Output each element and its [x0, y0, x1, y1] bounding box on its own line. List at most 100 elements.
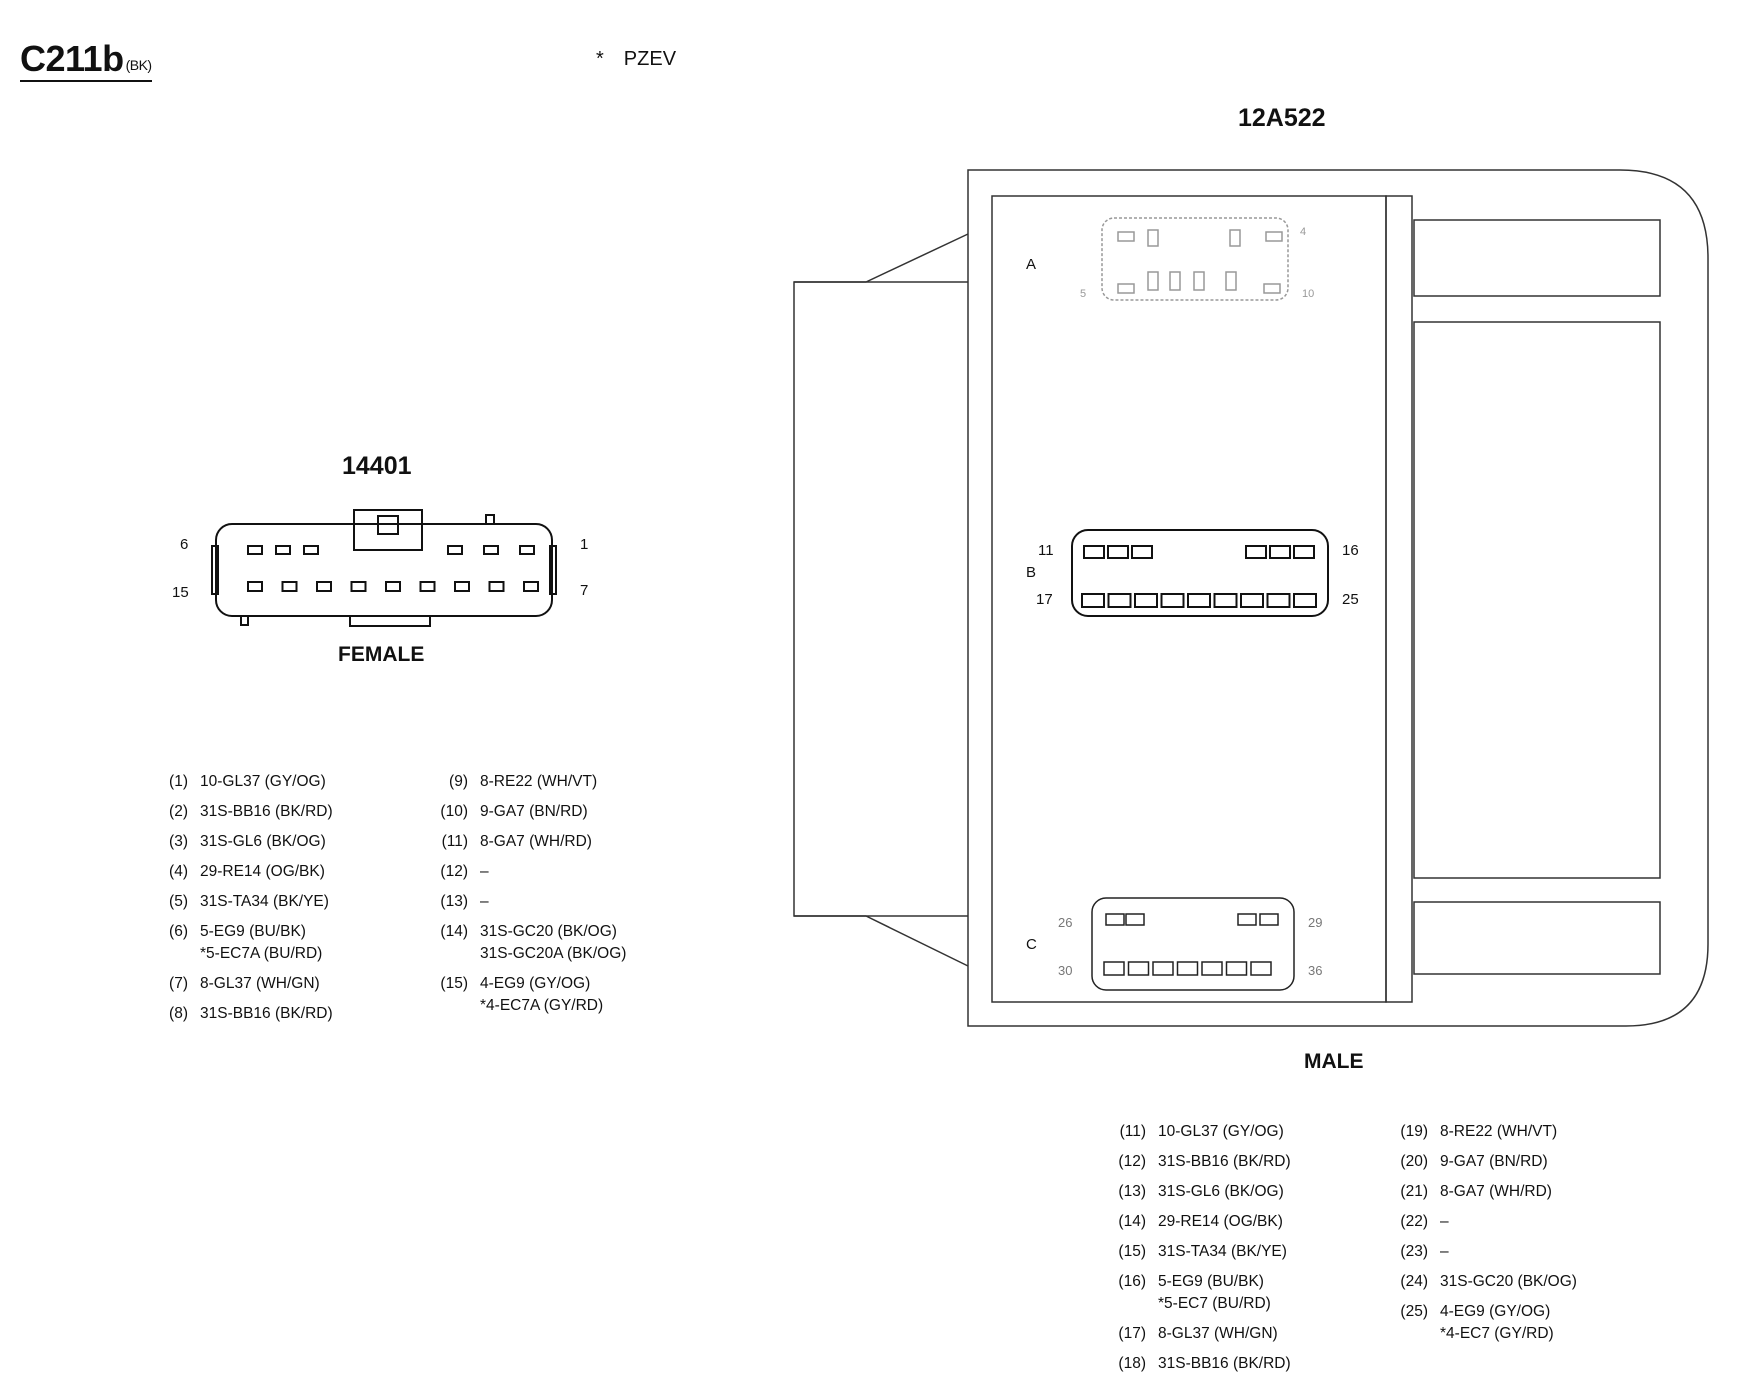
pin-circuits: 31S-BB16 (BK/RD): [1158, 1354, 1291, 1376]
pin-circuits: 4-EG9 (GY/OG) *4-EC7A (GY/RD): [480, 974, 603, 1018]
circuit-label: 5-EG9 (BU/BK): [1158, 1273, 1264, 1290]
male-a-cavity: [1147, 271, 1159, 291]
male-a-cavity: [1265, 231, 1283, 242]
male-c-cavity: [1125, 913, 1145, 926]
male-c-pin-label-29: 29: [1308, 915, 1323, 930]
male-pin-list-right: (19)8-RE22 (WH/VT) (20) 9-GA7 (BN/RD) (21)8…: [1380, 1122, 1640, 1382]
pin-row: (7)8-GL37 (WH/GN): [140, 974, 320, 996]
male-b-cavity: [1134, 593, 1158, 608]
female-cavity: [447, 545, 463, 555]
circuit-label: *4-EC7A (GY/RD): [480, 997, 604, 1014]
pin-circuits: 31S-BB16 (BK/RD): [200, 802, 333, 824]
pin-row: (21)8-GA7 (WH/RD): [1380, 1182, 1552, 1204]
male-c-pin-label-36: 36: [1308, 963, 1323, 978]
pin-row: (10)9-GA7 (BN/RD): [420, 802, 587, 824]
male-c-cavity: [1152, 961, 1174, 976]
circuit-label: 4-EG9 (GY/OG): [480, 975, 591, 992]
circuit-label: 8-GL37 (WH/GN): [200, 975, 320, 992]
connector-color-code: (BK): [125, 57, 153, 73]
male-pin-list-left: (11)10-GL37 (GY/OG)(12)31S-BB16 (BK/RD)(…: [1098, 1122, 1358, 1382]
pin-circuits: 8-RE22 (WH/VT): [480, 772, 597, 794]
circuit-label: 31S-GC20A (BK/OG): [480, 945, 627, 962]
female-cavity: [303, 545, 319, 555]
pin-number: (13): [1118, 1183, 1146, 1200]
pin-number: (23): [1400, 1243, 1428, 1260]
male-section-b-label: B: [1026, 564, 1037, 581]
male-b-pin-label-25: 25: [1342, 591, 1359, 608]
pin-circuits: 31S-GL6 (BK/OG): [200, 832, 326, 854]
female-cavity: [488, 581, 505, 592]
male-b-cavity: [1107, 593, 1132, 608]
pin-number: (12): [440, 863, 468, 880]
note-symbol: *: [596, 48, 604, 70]
pin-number: (2): [169, 803, 188, 820]
male-connector-drawing: [793, 169, 1709, 1027]
male-a-cavity: [1147, 229, 1159, 247]
pin-row: (2) 31S-BB16 (BK/RD): [140, 802, 333, 824]
male-b-cavity: [1213, 593, 1238, 608]
circuit-label: *5-EC7A (BU/RD): [200, 945, 323, 962]
female-connector-body: [215, 523, 553, 617]
male-a-cavity: [1225, 271, 1237, 291]
pin-row: (9)8-RE22 (WH/VT): [420, 772, 597, 794]
connector-title: C211b(BK): [20, 40, 152, 82]
male-part-number: 12A522: [1238, 104, 1326, 132]
pin-circuits: 31S-GL6 (BK/OG): [1158, 1182, 1284, 1204]
pin-row: (19)8-RE22 (WH/VT): [1380, 1122, 1557, 1144]
pin-number: (14): [440, 923, 468, 940]
female-cavity: [483, 545, 499, 555]
female-connector-drawing: [211, 509, 557, 627]
female-pin-label-6: 6: [180, 536, 189, 553]
pin-circuits: 10-GL37 (GY/OG): [1158, 1122, 1284, 1144]
male-section-a-shell: [1101, 217, 1289, 301]
male-a-cavity: [1193, 271, 1205, 291]
pin-circuits: 31S-GC20 (BK/OG): [1440, 1272, 1577, 1294]
pin-number: (4): [169, 863, 188, 880]
female-pin-label-7: 7: [580, 582, 589, 599]
pin-row: (25)4-EG9 (GY/OG)*4-EC7 (GY/RD): [1380, 1302, 1553, 1346]
pin-circuits: 31S-GC20 (BK/OG) 31S-GC20A (BK/OG): [480, 922, 626, 966]
circuit-label: 29-RE14 (OG/BK): [1158, 1213, 1283, 1230]
circuit-label: 29-RE14 (OG/BK): [200, 863, 325, 880]
pin-number: (17): [1118, 1325, 1146, 1342]
female-cavity: [523, 581, 539, 592]
pin-circuits: 29-RE14 (OG/BK): [200, 862, 325, 884]
pin-number: (1): [169, 773, 188, 790]
circuit-label: 31S-BB16 (BK/RD): [200, 803, 333, 820]
male-c-pin-label-26: 26: [1058, 915, 1073, 930]
female-part-number: 14401: [342, 452, 412, 480]
circuit-label: 31S-TA34 (BK/YE): [1158, 1243, 1287, 1260]
pin-circuits: –: [1440, 1212, 1449, 1234]
pin-number: (20): [1400, 1153, 1428, 1170]
circuit-label: –: [1440, 1243, 1449, 1260]
pin-circuits: 8-GL37 (WH/GN): [200, 974, 320, 996]
circuit-label: 31S-TA34 (BK/YE): [200, 893, 329, 910]
female-pin-list-left: (1)10-GL37 (GY/OG)(2)31S-BB16 (BK/RD)(3)…: [140, 772, 400, 1032]
female-cavity: [385, 581, 401, 592]
female-cavity: [454, 581, 470, 592]
male-a-cavity: [1229, 229, 1241, 247]
male-side-rail: [1385, 195, 1413, 1003]
male-b-pin-label-16: 16: [1342, 542, 1359, 559]
circuit-label: 10-GL37 (GY/OG): [1158, 1123, 1284, 1140]
pzev-note: *PZEV: [596, 48, 676, 71]
male-b-cavity: [1107, 545, 1129, 559]
pin-number: (18): [1118, 1355, 1146, 1372]
pin-row: (3) 31S-GL6 (BK/OG): [140, 832, 326, 854]
pin-row: (14) 29-RE14 (OG/BK): [1098, 1212, 1283, 1234]
pin-number: (14): [1118, 1213, 1146, 1230]
circuit-label: 31S-GC20 (BK/OG): [1440, 1273, 1577, 1290]
pin-circuits: 9-GA7 (BN/RD): [1440, 1152, 1548, 1174]
male-section-a-cavities: [1117, 229, 1283, 294]
circuit-label: 31S-GC20 (BK/OG): [480, 923, 617, 940]
circuit-label: 8-RE22 (WH/VT): [480, 773, 598, 790]
pin-row: (23)–: [1380, 1242, 1449, 1264]
pin-number: (3): [169, 833, 188, 850]
female-gender-label: FEMALE: [338, 643, 425, 666]
circuit-label: 8-GL37 (WH/GN): [1158, 1325, 1278, 1342]
female-ear-left: [211, 545, 219, 595]
pin-row: (18) 31S-BB16 (BK/RD): [1098, 1354, 1291, 1376]
circuit-label: 8-GA7 (WH/RD): [1440, 1183, 1552, 1200]
male-c-cavity: [1176, 961, 1199, 976]
